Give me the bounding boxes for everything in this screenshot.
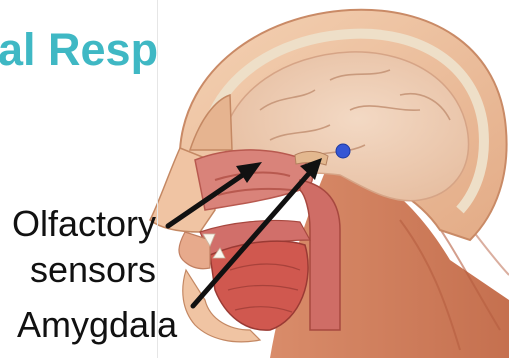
olfactory-sensors-label-line1: Olfactory (12, 204, 156, 244)
olfactory-sensors-label-line2: sensors (30, 250, 156, 290)
amygdala-label: Amygdala (17, 305, 177, 345)
amygdala-marker (336, 144, 350, 158)
slide-title: al Resp (0, 26, 158, 74)
nasal-cavity (195, 150, 312, 210)
